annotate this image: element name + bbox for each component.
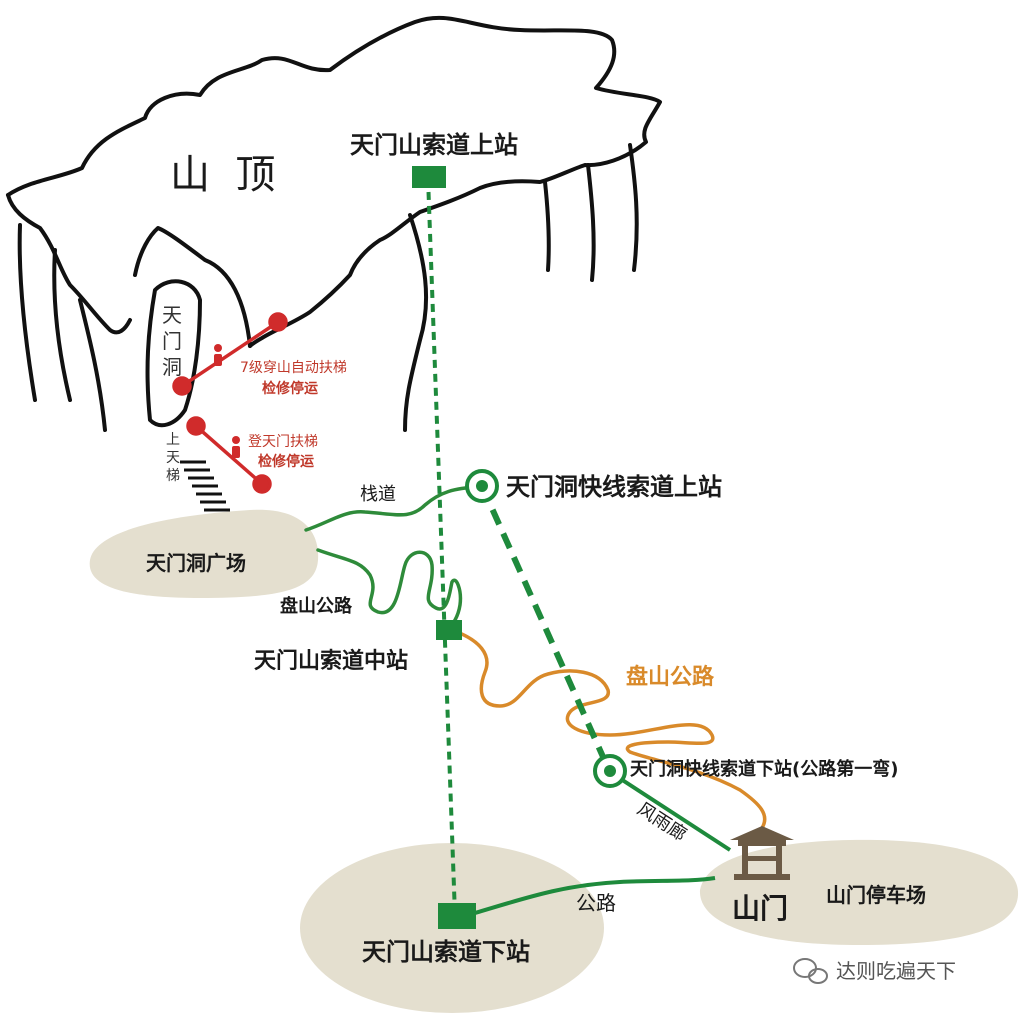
express-lower-marker: [593, 754, 627, 788]
express-upper-marker: [465, 469, 499, 503]
plank-road-label: 栈道: [360, 484, 396, 505]
winding-road-left-label: 盘山公路: [280, 595, 353, 617]
express-lower-label: 天门洞快线索道下站(公路第一弯): [630, 758, 898, 780]
gate-parking-label: 山门停车场: [826, 883, 926, 907]
cave-plaza-label: 天门洞广场: [146, 551, 246, 575]
winding-road-green: [316, 548, 463, 632]
cave-plaza-area: [89, 509, 319, 598]
summit-label: 山 顶: [170, 152, 275, 198]
upper-station-marker: [412, 166, 446, 188]
escalator-up-label: 登天门扶梯: [248, 434, 318, 450]
wechat-icon: [793, 958, 828, 984]
winding-road-orange: [450, 628, 767, 830]
main-cableway-line: [426, 177, 457, 916]
winding-road-right-label: 盘山公路: [626, 664, 715, 690]
watermark-label: 达则吃遍天下: [836, 959, 956, 983]
stairs-label: 上天梯: [166, 432, 180, 484]
lower-station-marker: [438, 903, 476, 929]
lower-station-label: 天门山索道下站: [362, 938, 530, 966]
escalator-up-status: 检修停运: [258, 453, 314, 470]
escalator7-label: 7级穿山自动扶梯: [240, 360, 347, 376]
middle-station-label: 天门山索道中站: [254, 648, 408, 674]
upper-station-label: 天门山索道上站: [350, 131, 518, 159]
person-icon: [214, 344, 240, 458]
escalator7-status: 检修停运: [262, 380, 318, 397]
cave-label: 天门洞: [162, 303, 182, 379]
wind-rain-corridor-line: [608, 770, 732, 852]
escalator-sky-gate: [186, 416, 272, 494]
mountain-outline: [6, 15, 662, 432]
highway-path: [467, 876, 716, 917]
express-upper-label: 天门洞快线索道上站: [506, 473, 722, 501]
express-cableway-line: [479, 484, 611, 770]
plank-road-path: [304, 485, 480, 532]
sky-stairs: [180, 460, 230, 512]
road-label: 公路: [576, 891, 616, 915]
middle-station-marker: [436, 620, 462, 640]
escalator-7-level: [172, 312, 288, 396]
gate-label: 山门: [732, 892, 788, 925]
mountain-gate-icon: [730, 826, 794, 880]
